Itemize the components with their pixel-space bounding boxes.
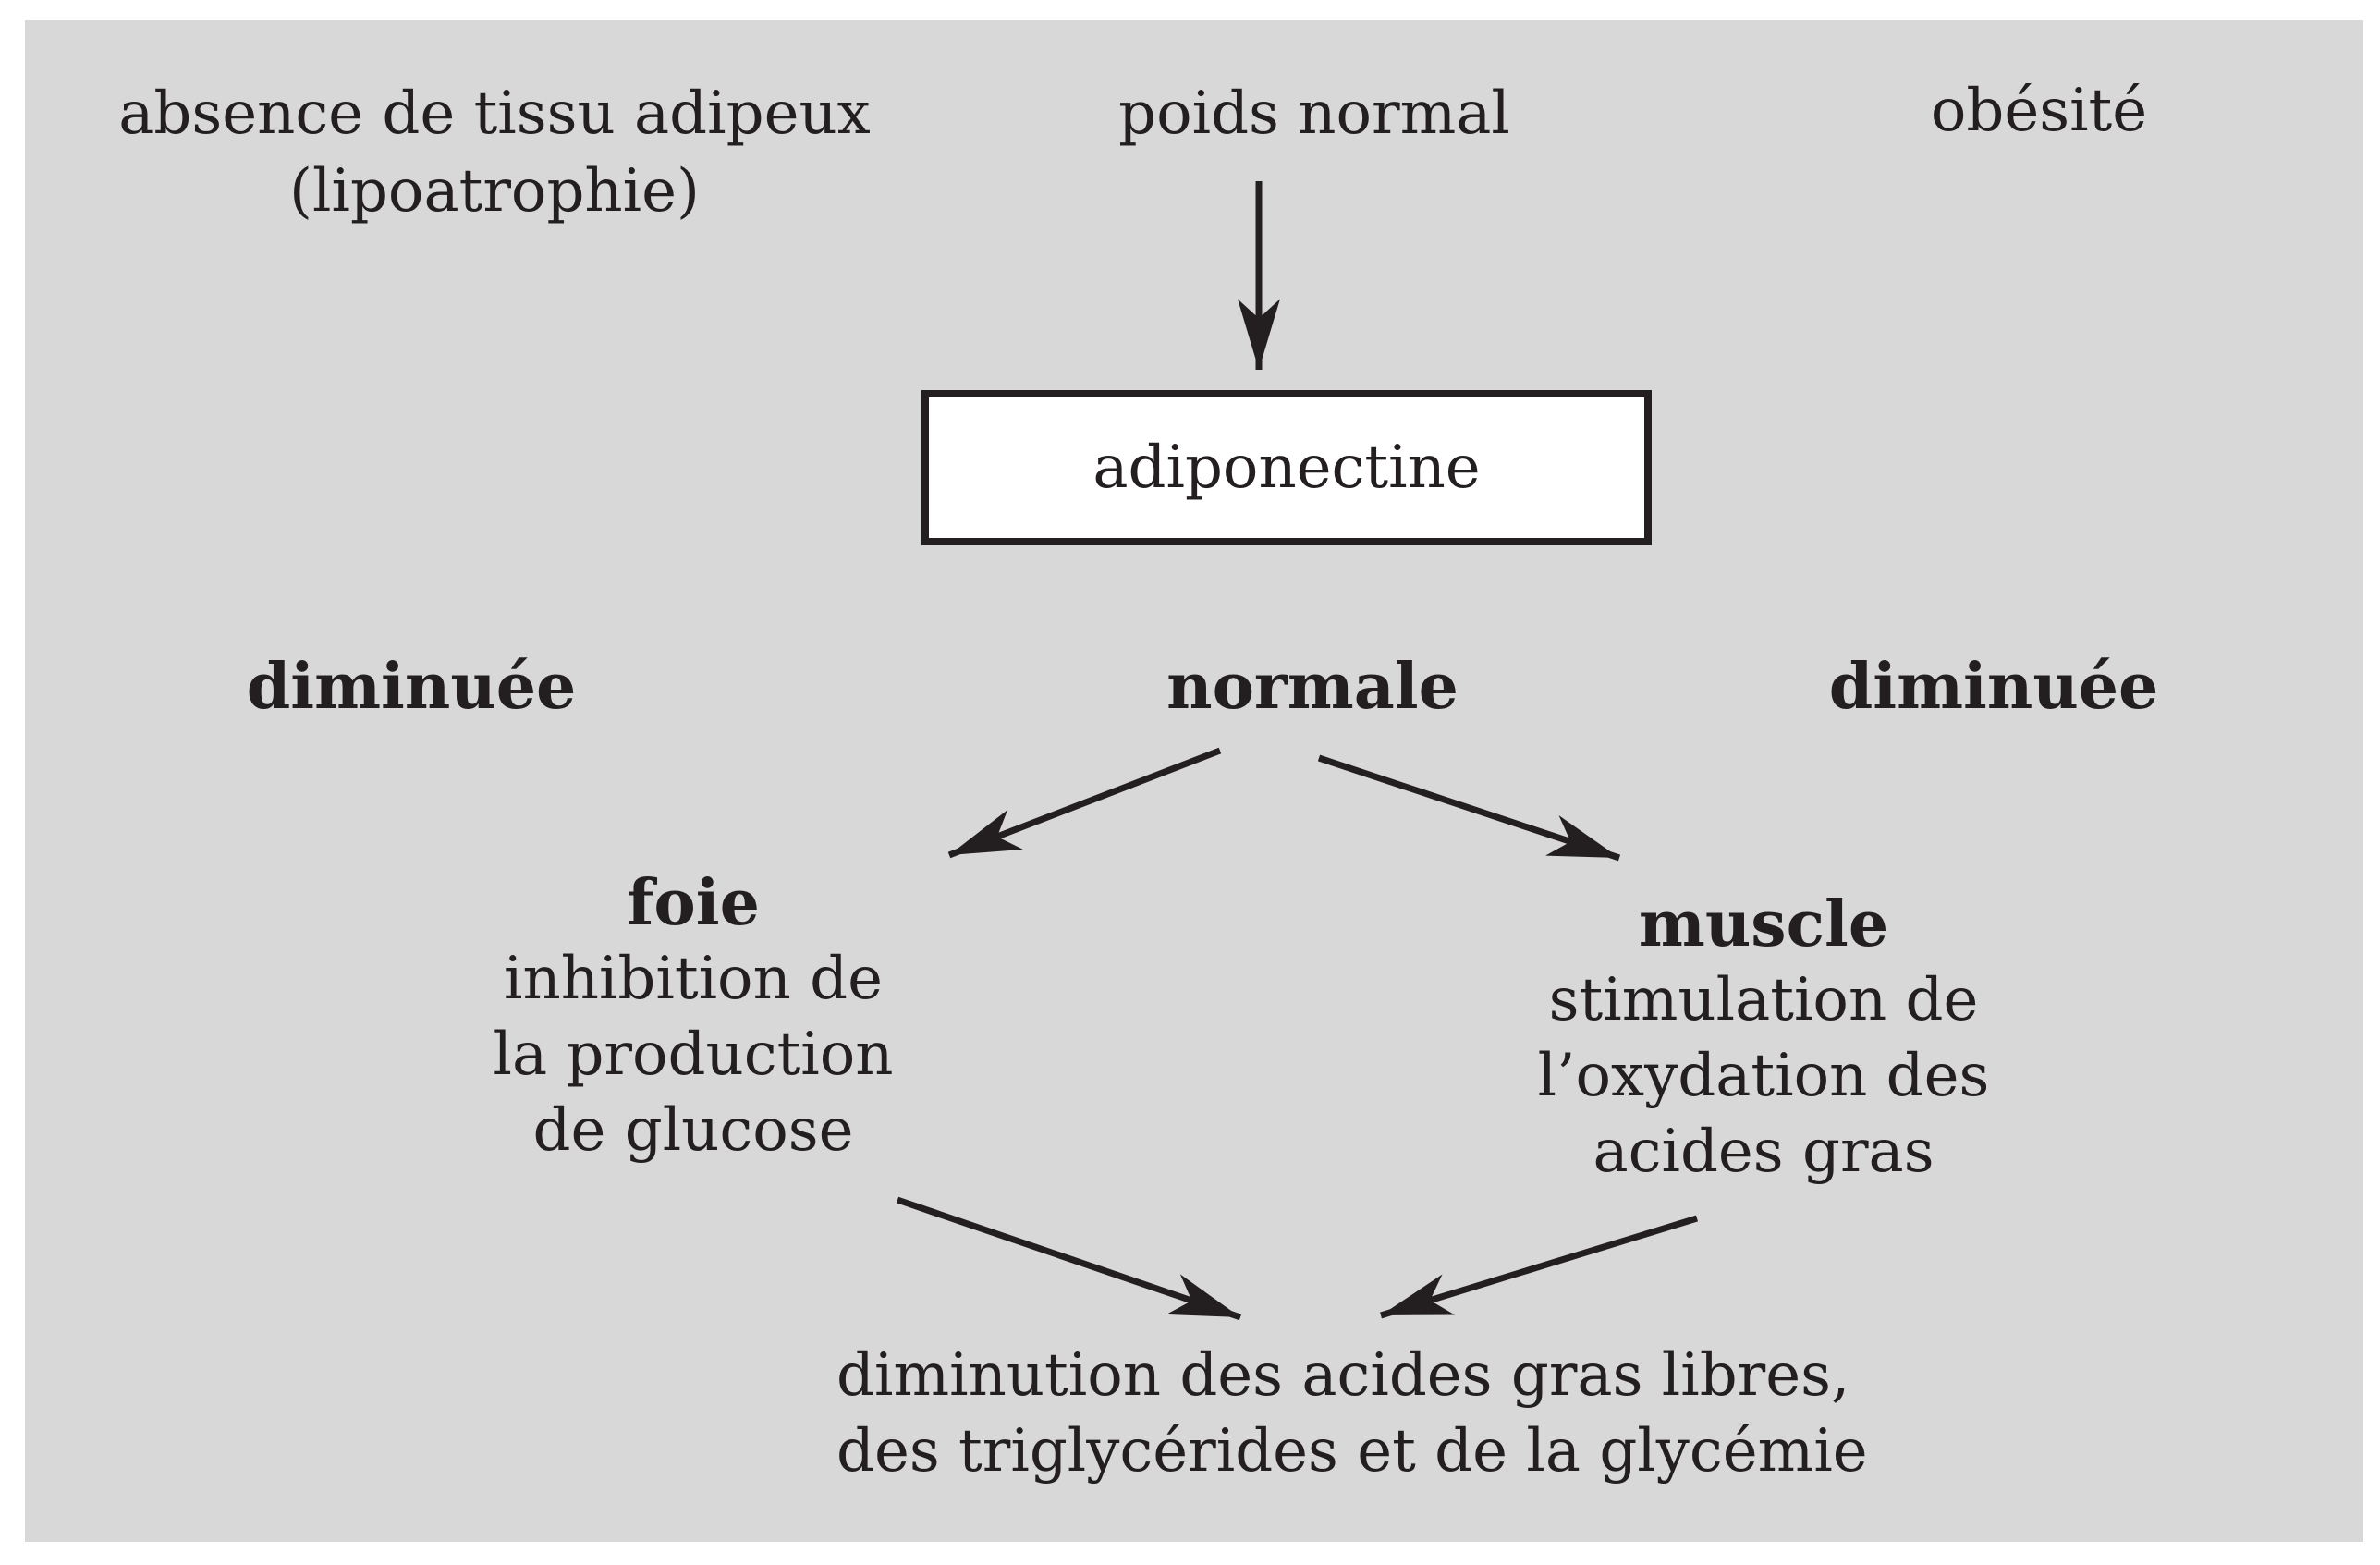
diagram-panel: [25, 20, 2363, 1542]
adiponectine-box-label: adiponectine: [1092, 434, 1481, 502]
label-poids-normal: poids normal: [1118, 79, 1510, 148]
label-level-left-diminuee: diminuée: [246, 650, 577, 724]
muscle-line2: l’oxydation des: [1537, 1042, 1990, 1110]
label-lipoatrophy: absence de tissu adipeux (lipoatrophie): [118, 75, 871, 230]
outcome-block: diminution des acides gras libres, des t…: [836, 1338, 1868, 1489]
liver-title: foie: [627, 866, 760, 940]
liver-block: foie inhibition de la production de gluc…: [493, 865, 893, 1168]
outcome-line1: diminution des acides gras libres,: [836, 1341, 1850, 1410]
label-level-normale: normale: [1166, 650, 1459, 724]
liver-line1: inhibition de: [504, 945, 883, 1013]
label-level-right-diminuee: diminuée: [1828, 650, 2159, 724]
label-obesite: obésité: [1930, 77, 2148, 145]
liver-line2: la production: [493, 1021, 894, 1089]
muscle-line1: stimulation de: [1548, 966, 1979, 1034]
outcome-line2: des triglycérides et de la glycémie: [836, 1417, 1868, 1486]
muscle-title: muscle: [1638, 887, 1889, 961]
label-lipoatrophy-line1: absence de tissu adipeux: [118, 79, 871, 148]
muscle-line3: acides gras: [1593, 1118, 1935, 1186]
muscle-block: muscle stimulation de l’oxydation des ac…: [1538, 886, 1990, 1190]
adiponectine-box: adiponectine: [921, 390, 1652, 545]
label-lipoatrophy-line2: (lipoatrophie): [289, 157, 700, 226]
liver-line3: de glucose: [532, 1096, 854, 1165]
